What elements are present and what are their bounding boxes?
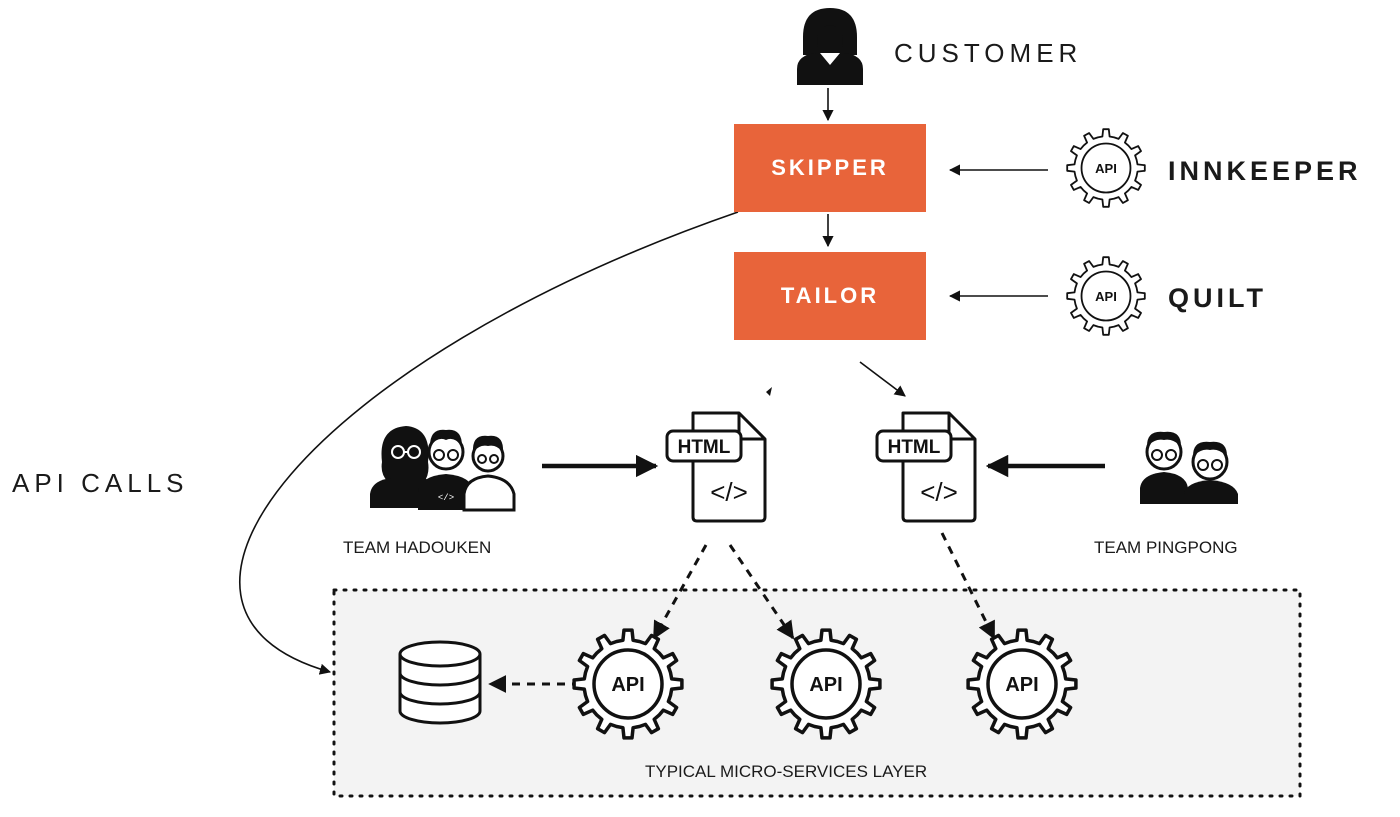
api-gear-label: API — [1005, 674, 1038, 696]
dashed-arrow-html1-api1 — [652, 544, 708, 640]
arrow-tailor-html-right — [859, 361, 906, 397]
tailor-label: TAILOR — [780, 283, 880, 308]
skipper-label: SKIPPER — [771, 155, 889, 180]
innkeeper-label: INNKEEPER — [1168, 156, 1362, 186]
tailor-box: TAILOR — [734, 252, 926, 340]
svg-text:HTML: HTML — [678, 437, 731, 458]
api-gear-icon: API — [966, 628, 1078, 740]
team-pingpong-label: TEAM PINGPONG — [1094, 538, 1238, 557]
customer-icon — [797, 8, 863, 85]
team-hadouken-label: TEAM HADOUKEN — [343, 538, 492, 557]
team-hadouken-icon: </> — [370, 426, 516, 512]
customer-label: CUSTOMER — [894, 38, 1083, 68]
microservices-layer-label: TYPICAL MICRO-SERVICES LAYER — [645, 762, 928, 781]
svg-text:</>: </> — [438, 493, 454, 503]
svg-text:HTML: HTML — [888, 437, 941, 458]
quilt-gear-icon: API — [1066, 256, 1146, 336]
quilt-label: QUILT — [1168, 283, 1267, 313]
api-gear-label: API — [1095, 161, 1117, 176]
html-file-icon: HTML </> — [875, 411, 977, 523]
api-gear-label: API — [809, 674, 842, 696]
api-calls-curve — [238, 211, 739, 675]
team-pingpong-icon — [1140, 431, 1238, 504]
svg-text:</>: </> — [920, 477, 958, 507]
dashed-arrow-html2-api3 — [940, 532, 996, 640]
api-calls-label: API CALLS — [12, 468, 189, 498]
html-file-icon: HTML </> — [665, 411, 767, 523]
api-gear-label: API — [611, 674, 644, 696]
svg-text:</>: </> — [710, 477, 748, 507]
innkeeper-gear-icon: API — [1066, 128, 1146, 208]
arrow-tailor-html-left — [766, 387, 772, 396]
api-gear-label: API — [1095, 289, 1117, 304]
api-gear-icon: API — [770, 628, 882, 740]
skipper-box: SKIPPER — [734, 124, 926, 212]
dashed-arrow-html1-api2 — [728, 544, 795, 640]
api-gear-icon: API — [572, 628, 684, 740]
database-icon — [398, 640, 482, 725]
